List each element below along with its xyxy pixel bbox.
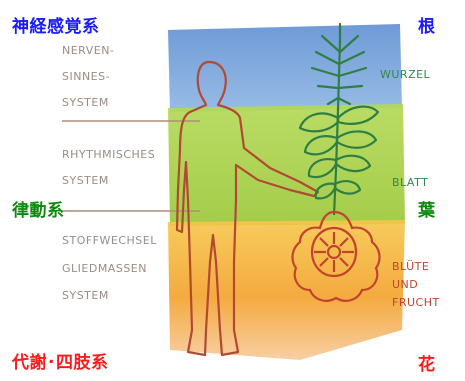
hand-metab-2: GLIEDMASSEN bbox=[62, 262, 147, 275]
hand-rhythm-1: RHYTHMISCHES bbox=[62, 148, 155, 161]
label-nerve-sense-system: 神経感覚系 bbox=[12, 12, 100, 37]
hand-metab-3: SYSTEM bbox=[62, 289, 109, 302]
hand-metab-1: STOFFWECHSEL bbox=[62, 234, 157, 247]
hand-root: WURZEL bbox=[380, 68, 431, 81]
hand-flower-1: BLÜTE bbox=[392, 260, 429, 273]
label-rhythmic-system: 律動系 bbox=[12, 196, 65, 221]
hand-nerve-2: SINNES- bbox=[62, 70, 110, 83]
hand-rhythm-2: SYSTEM bbox=[62, 174, 109, 187]
hand-flower-2: UND bbox=[392, 278, 418, 291]
label-leaf: 葉 bbox=[418, 196, 436, 221]
hand-flower-3: FRUCHT bbox=[392, 296, 440, 309]
hand-leaf: BLATT bbox=[392, 176, 428, 189]
label-metabolic-limb-system: 代謝･四肢系 bbox=[12, 348, 109, 373]
label-flower: 花 bbox=[418, 350, 436, 375]
hand-nerve-1: NERVEN- bbox=[62, 44, 114, 57]
hand-nerve-3: SYSTEM bbox=[62, 96, 109, 109]
label-root: 根 bbox=[418, 12, 436, 37]
band-orange bbox=[168, 220, 405, 360]
